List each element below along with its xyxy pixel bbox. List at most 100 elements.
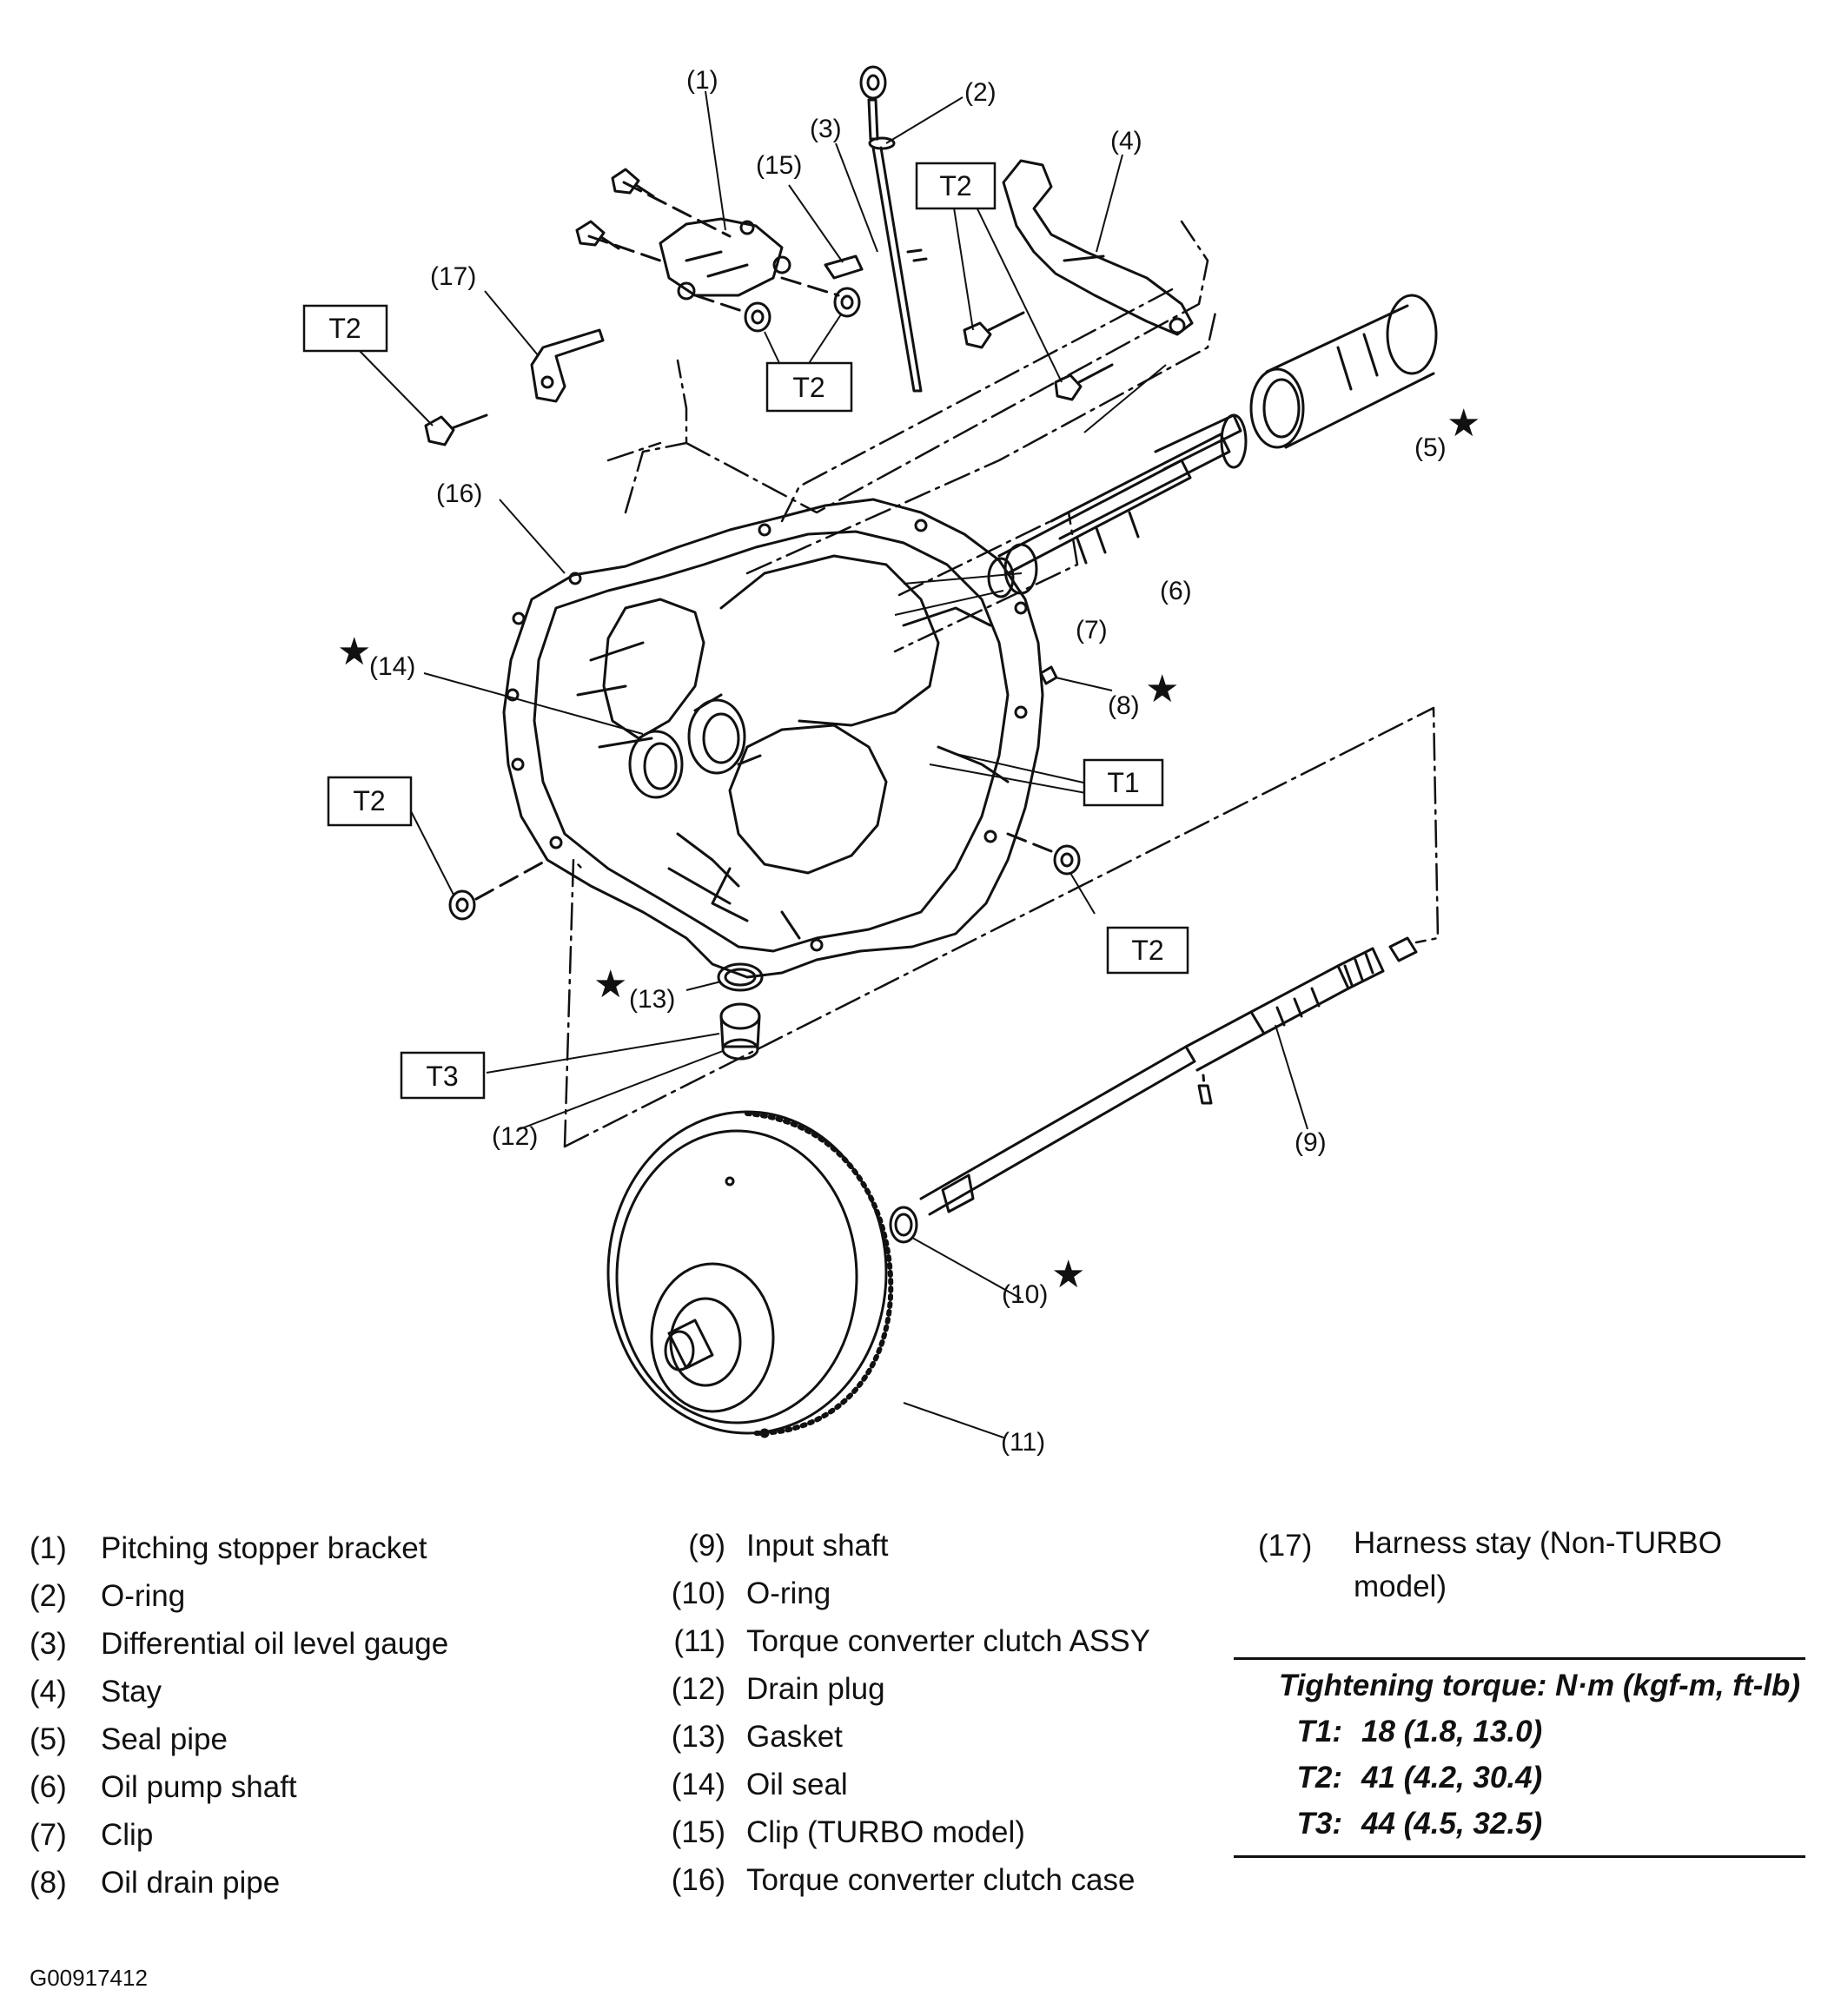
legend-label: Torque converter clutch ASSY — [746, 1624, 1150, 1658]
legend-item: (9)Input shaft — [637, 1522, 1150, 1570]
torque-key: T2: — [1296, 1761, 1343, 1795]
exploded-view-diagram: T1 T2 T2 T2 T2 T2 T3 (1) (2) (3) — [302, 65, 1480, 1457]
clip-turbo — [824, 254, 864, 280]
legend-number: (5) — [30, 1722, 67, 1756]
legend-item: (12)Drain plug — [637, 1665, 1150, 1713]
legend-item: (3) Differential oil level gauge — [30, 1620, 448, 1668]
svg-text:T3: T3 — [426, 1061, 458, 1092]
torque-tag-boxes: T1 T2 T2 T2 T2 T2 T3 — [302, 162, 1189, 1100]
case-nut — [1006, 832, 1081, 876]
torque-key: T1: — [1296, 1715, 1343, 1748]
star-icon: ★ — [1145, 668, 1179, 711]
torque-key: T3: — [1296, 1807, 1343, 1841]
stay — [1002, 159, 1194, 336]
tag-t3: T3 — [400, 1051, 486, 1100]
legend-item: (14)Oil seal — [637, 1761, 1150, 1808]
legend-number: (14) — [671, 1768, 725, 1801]
legend-item: (8)Oil drain pipe — [30, 1859, 448, 1907]
callout-8: (8) — [1108, 691, 1140, 720]
torque-row: T2:41 (4.2, 30.4) — [1234, 1755, 1805, 1801]
callout-3: (3) — [810, 115, 842, 143]
legend-item: (7)Clip — [30, 1811, 448, 1859]
legend-item: (16) Torque converter clutch case — [637, 1856, 1150, 1904]
oil-seal — [628, 730, 684, 799]
harness-stay — [530, 328, 605, 403]
callout-14: (14) — [369, 652, 415, 681]
legend-label: Clip (TURBO model) — [746, 1815, 1025, 1849]
torque-table-title: Tightening torque: N·m (kgf-m, ft-lb) — [1278, 1669, 1800, 1702]
legend-number: (3) — [30, 1627, 67, 1661]
legend-number: (13) — [671, 1720, 725, 1754]
legend-number: (16) — [671, 1863, 725, 1897]
tightening-torque-table: Tightening torque: N·m (kgf-m, ft-lb) T1… — [1234, 1657, 1805, 1858]
tag-t2-top: T2 — [915, 162, 997, 210]
pump-bore — [687, 693, 762, 775]
legend-label: Torque converter clutch case — [746, 1863, 1136, 1897]
legend-number: (17) — [1258, 1529, 1313, 1563]
star-marks: ★ ★ ★ ★ ★ — [337, 402, 1480, 1296]
callout-15: (15) — [756, 151, 802, 180]
clip — [987, 557, 1015, 598]
legend-label: Stay — [101, 1675, 162, 1709]
stay-bolts — [963, 311, 1114, 401]
callout-16: (16) — [436, 479, 482, 508]
torque-rows: T1:18 (1.8, 13.0)T2:41 (4.2, 30.4)T3:44 … — [1234, 1709, 1805, 1847]
legend-number: (6) — [30, 1770, 67, 1804]
legend-item: (1)Pitching stopper bracket — [30, 1524, 448, 1572]
legend-item: (10)O-ring — [637, 1570, 1150, 1617]
legend-column-2: (9)Input shaft(10)O-ring (11) Torque conve… — [637, 1522, 1150, 1904]
legend-label: Seal pipe — [101, 1722, 228, 1756]
svg-text:T2: T2 — [353, 785, 385, 816]
legend-label: Oil pump shaft — [101, 1770, 297, 1804]
legend-item: (15)Clip (TURBO model) — [637, 1808, 1150, 1856]
harness-stay-bolt — [424, 413, 488, 446]
legend-number: (8) — [30, 1866, 67, 1900]
legend-label: Clip — [101, 1818, 154, 1852]
bracket-nuts — [693, 276, 861, 333]
legend-number: (10) — [671, 1576, 725, 1610]
star-icon: ★ — [1447, 402, 1480, 445]
callout-4: (4) — [1110, 127, 1142, 155]
gasket — [717, 962, 764, 992]
star-icon: ★ — [1051, 1253, 1085, 1296]
callout-11: (11) — [1001, 1428, 1045, 1457]
legend-label: Differential oil level gauge — [101, 1627, 449, 1661]
left-nut — [448, 858, 549, 921]
legend-label: Gasket — [746, 1720, 843, 1754]
table-top-rule — [1234, 1657, 1805, 1660]
legend-number: (4) — [30, 1675, 67, 1709]
shaft-end-seal — [1388, 936, 1418, 962]
star-icon: ★ — [337, 631, 371, 673]
tag-t1: T1 — [1083, 758, 1164, 807]
svg-text:T2: T2 — [328, 313, 361, 344]
legend-number: (12) — [671, 1672, 725, 1706]
oil-drain-pipe — [1039, 665, 1058, 685]
callout-7: (7) — [1076, 616, 1108, 644]
torque-converter — [606, 1110, 894, 1438]
torque-converter-clutch-case — [502, 498, 1044, 979]
assembly-lines — [563, 220, 1440, 1148]
legend-item: (6) Oil pump shaft — [30, 1763, 448, 1811]
callout-13: (13) — [629, 985, 675, 1014]
svg-text:T2: T2 — [792, 372, 824, 403]
bracket-bolts — [575, 168, 732, 262]
figure-code: G00917412 — [30, 1965, 148, 1991]
callout-2: (2) — [964, 78, 997, 107]
legend-number: (11) — [673, 1624, 725, 1658]
star-icon: ★ — [593, 963, 627, 1006]
legend-label: O-ring — [101, 1579, 186, 1613]
legend-number: (1) — [30, 1531, 67, 1565]
leader-lines — [355, 90, 1308, 1438]
tag-t2-harness: T2 — [302, 304, 388, 353]
torque-value: 44 (4.5, 32.5) — [1361, 1807, 1543, 1841]
legend-item: (2)O-ring — [30, 1572, 448, 1620]
table-bottom-rule — [1234, 1855, 1805, 1858]
drain-plug — [719, 1002, 761, 1061]
callout-10: (10) — [1002, 1280, 1048, 1309]
differential-oil-level-gauge — [859, 65, 928, 393]
legend-item: (4) Stay — [30, 1668, 448, 1715]
o-ring — [889, 1206, 918, 1244]
svg-text:T2: T2 — [939, 170, 971, 202]
seal-pipe — [1249, 294, 1438, 449]
legend-item: (13) Gasket — [637, 1713, 1150, 1761]
